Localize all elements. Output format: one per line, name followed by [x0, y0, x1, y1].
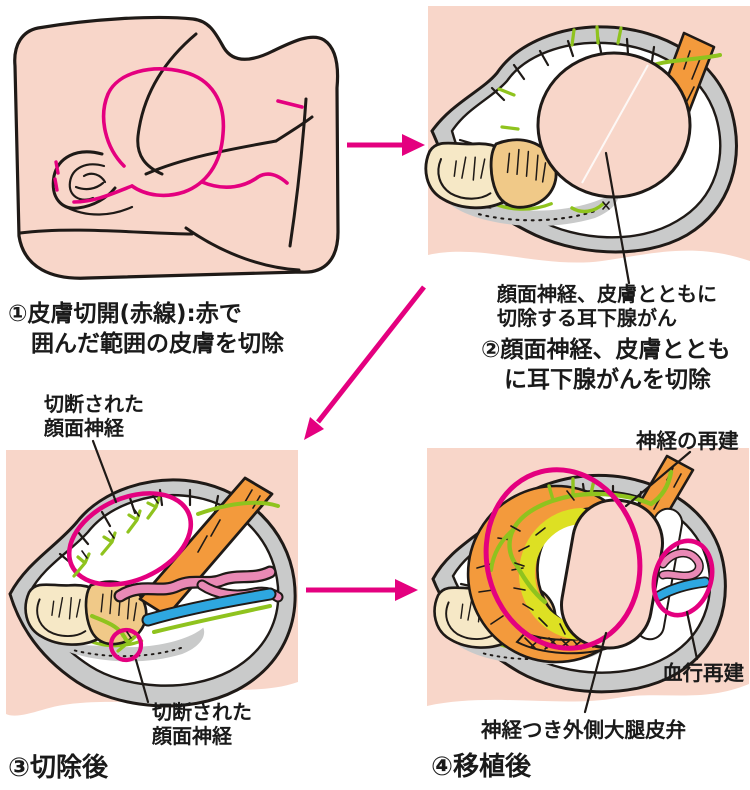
arrow-step1-to-step2-icon — [347, 134, 425, 156]
illustration-step4-after-transplant — [427, 448, 749, 706]
incision-line — [53, 67, 304, 204]
illustration-step2-tumour-exposed — [424, 6, 750, 263]
vascular-anastomosis — [651, 538, 715, 618]
vessels-and-muscle — [90, 476, 284, 642]
step4-annotation-vessel: 血行再建 — [662, 661, 744, 685]
head-outline — [13, 15, 340, 280]
step3-caption: ③切除後 — [8, 753, 109, 783]
step4-annotation-flap: 神経つき外側大腿皮弁 — [481, 718, 686, 742]
cut-nerve-lower-highlight — [108, 627, 144, 663]
step1-caption: ①皮膚切開(赤線):赤で 囲んだ範囲の皮膚を切除 — [8, 301, 284, 357]
arrow-step3-to-step4-icon — [306, 579, 418, 601]
illustration-step1-skin-incision — [13, 15, 340, 280]
step2-caption: ②顔面神経、皮膚ととも に耳下腺がんを切除 — [481, 337, 731, 393]
step3-annotation-top: 切断された 顔面神経 — [44, 392, 144, 440]
tumour-skin-disc — [536, 51, 692, 199]
illustration-step3-after-resection — [6, 450, 298, 716]
arrow-step2-to-step3-icon — [304, 285, 426, 440]
step2-annotation: 顔面神経、皮膚とともに 切除する耳下腺がん — [497, 282, 717, 330]
step3-annotation-bottom: 切断された 顔面神経 — [152, 700, 252, 748]
step4-caption: ④移植後 — [431, 752, 532, 782]
step4-annotation-nerve: 神経の再建 — [636, 429, 739, 453]
ear-sketch — [51, 150, 134, 216]
